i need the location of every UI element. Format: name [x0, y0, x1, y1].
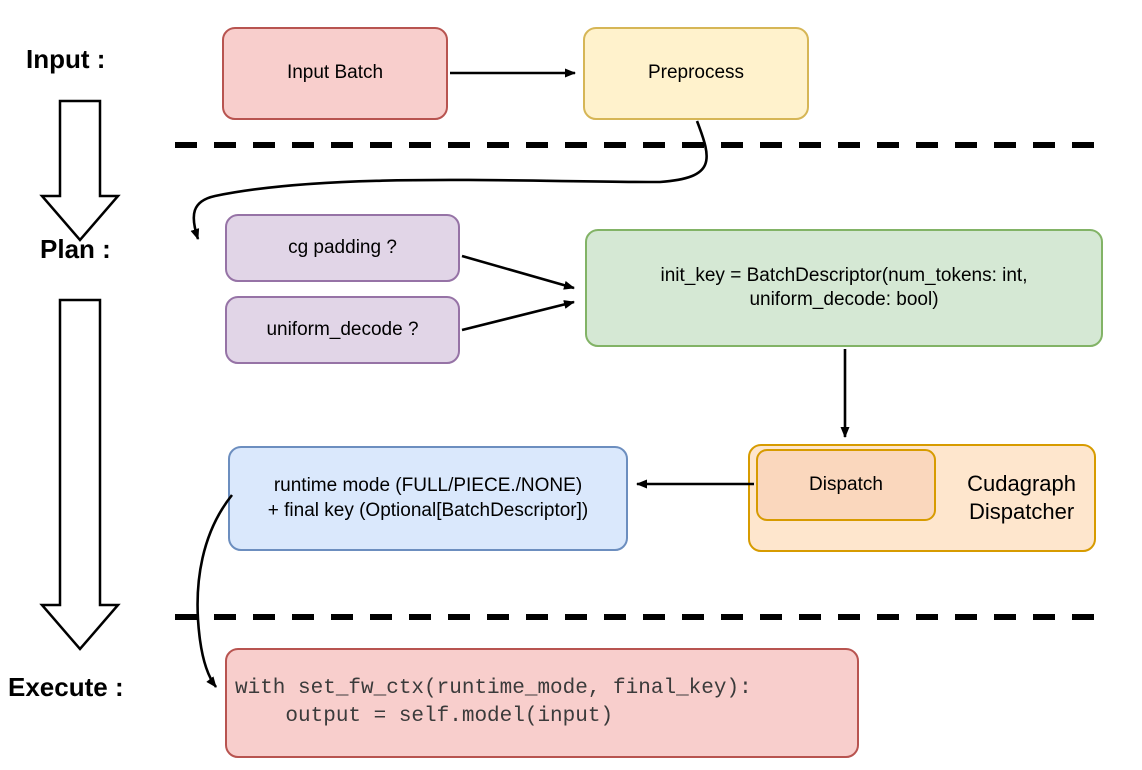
node-dispatch[interactable]: Dispatch: [756, 449, 936, 521]
node-uniform-decode-label: uniform_decode ?: [266, 318, 419, 340]
node-input-batch[interactable]: Input Batch: [222, 27, 448, 120]
node-runtime-mode-line2: + final key (Optional[BatchDescriptor]): [267, 499, 589, 521]
node-cudagraph-dispatcher-text: Cudagraph Dispatcher: [967, 470, 1076, 526]
node-runtime-mode[interactable]: runtime mode (FULL/PIECE./NONE) + final …: [228, 446, 628, 551]
node-preprocess[interactable]: Preprocess: [583, 27, 809, 120]
node-dispatch-label: Dispatch: [809, 473, 883, 495]
node-code-block[interactable]: with set_fw_ctx(runtime_mode, final_key)…: [225, 648, 859, 758]
node-runtime-mode-text: runtime mode (FULL/PIECE./NONE) + final …: [268, 474, 589, 523]
node-cudagraph-dispatcher-line1: Cudagraph: [967, 470, 1076, 496]
node-init-key-text: init_key = BatchDescriptor(num_tokens: i…: [661, 264, 1028, 313]
node-preprocess-label: Preprocess: [647, 62, 745, 84]
node-init-key-line1: init_key = BatchDescriptor(num_tokens: i…: [660, 264, 1028, 286]
node-code-block-text: with set_fw_ctx(runtime_mode, final_key)…: [235, 675, 752, 732]
node-cg-padding[interactable]: cg padding ?: [225, 214, 460, 282]
arrow-cg-padding-to-init-key: [461, 254, 575, 290]
node-cudagraph-dispatcher-line2: Dispatcher: [968, 499, 1075, 524]
node-code-line1: with set_fw_ctx(runtime_mode, final_key)…: [235, 676, 752, 700]
input-to-plan-block-arrow: [39, 99, 121, 242]
stage-label-execute: Execute :: [8, 672, 124, 702]
arrow-uniform-decode-to-init-key: [461, 300, 575, 332]
node-cg-padding-label: cg padding ?: [288, 236, 397, 258]
node-runtime-mode-line1: runtime mode (FULL/PIECE./NONE): [273, 475, 583, 497]
plan-to-execute-block-arrow: [39, 298, 121, 651]
node-code-line2: output = self.model(input): [235, 705, 614, 728]
node-init-key[interactable]: init_key = BatchDescriptor(num_tokens: i…: [585, 229, 1103, 347]
stage-label-input: Input :: [26, 44, 106, 74]
stage-label-plan: Plan :: [40, 234, 111, 264]
node-input-batch-label: Input Batch: [286, 62, 384, 84]
node-uniform-decode[interactable]: uniform_decode ?: [225, 296, 460, 364]
node-init-key-line2: uniform_decode: bool): [749, 289, 939, 310]
